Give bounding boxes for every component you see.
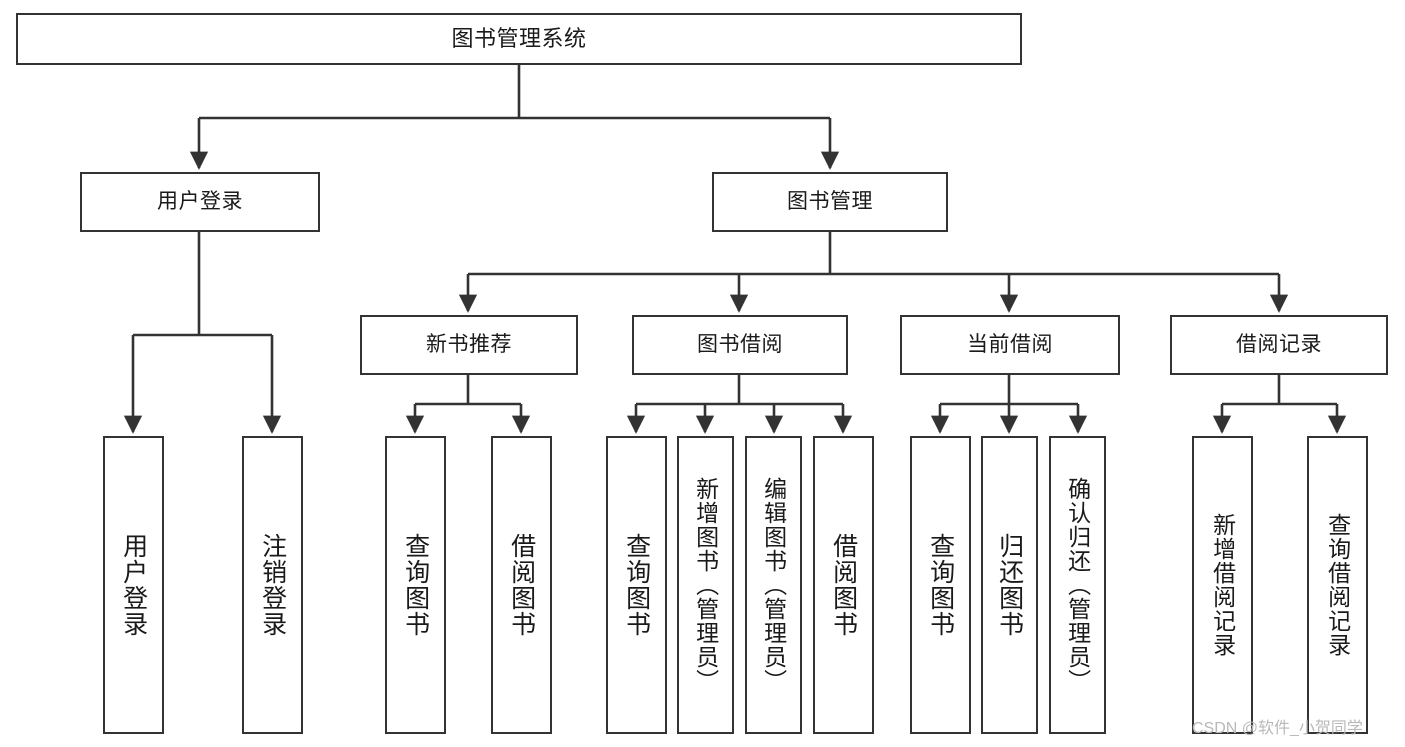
- node-label: 确认归还（管理员）: [1064, 477, 1091, 693]
- node-label: 查询图书: [401, 533, 430, 637]
- node-book-management[interactable]: 图书管理: [712, 172, 948, 232]
- node-new-book-recommendation[interactable]: 新书推荐: [360, 315, 578, 375]
- node-label: 图书借阅: [697, 332, 783, 356]
- node-borrowing-record[interactable]: 借阅记录: [1170, 315, 1388, 375]
- node-current-borrowing[interactable]: 当前借阅: [900, 315, 1120, 375]
- node-label: 借阅图书: [507, 533, 536, 637]
- node-label: 新增借阅记录: [1209, 513, 1236, 657]
- node-label: 图书管理系统: [451, 26, 587, 52]
- leaf-borrow-book-2[interactable]: 借阅图书: [813, 436, 874, 734]
- leaf-query-borrow-record[interactable]: 查询借阅记录: [1307, 436, 1368, 734]
- leaf-logout[interactable]: 注销登录: [242, 436, 303, 734]
- node-label: 查询图书: [622, 533, 651, 637]
- node-label: 用户登录: [157, 189, 243, 213]
- node-label: 新书推荐: [426, 332, 512, 356]
- leaf-query-book-2[interactable]: 查询图书: [606, 436, 667, 734]
- leaf-confirm-return-admin[interactable]: 确认归还（管理员）: [1049, 436, 1106, 734]
- leaf-user-login[interactable]: 用户登录: [103, 436, 164, 734]
- leaf-edit-book-admin[interactable]: 编辑图书（管理员）: [745, 436, 802, 734]
- node-label: 查询借阅记录: [1324, 513, 1351, 657]
- node-user-login[interactable]: 用户登录: [80, 172, 320, 232]
- node-label: 新增图书（管理员）: [692, 477, 719, 693]
- node-label: 归还图书: [995, 533, 1024, 637]
- leaf-return-book[interactable]: 归还图书: [981, 436, 1038, 734]
- leaf-add-book-admin[interactable]: 新增图书（管理员）: [677, 436, 734, 734]
- leaf-query-book-3[interactable]: 查询图书: [910, 436, 971, 734]
- leaf-add-borrow-record[interactable]: 新增借阅记录: [1192, 436, 1253, 734]
- node-book-borrowing[interactable]: 图书借阅: [632, 315, 848, 375]
- node-label: 注销登录: [258, 533, 287, 637]
- csdn-watermark: CSDN @软件_小贺同学: [1192, 720, 1363, 737]
- node-label: 当前借阅: [967, 332, 1053, 356]
- node-label: 用户登录: [119, 533, 148, 637]
- node-root-book-management-system[interactable]: 图书管理系统: [16, 13, 1022, 65]
- node-label: 借阅记录: [1236, 332, 1322, 356]
- leaf-query-book-1[interactable]: 查询图书: [385, 436, 446, 734]
- node-label: 图书管理: [787, 189, 873, 213]
- leaf-borrow-book-1[interactable]: 借阅图书: [491, 436, 552, 734]
- node-label: 借阅图书: [829, 533, 858, 637]
- node-label: 查询图书: [926, 533, 955, 637]
- node-label: 编辑图书（管理员）: [760, 477, 787, 693]
